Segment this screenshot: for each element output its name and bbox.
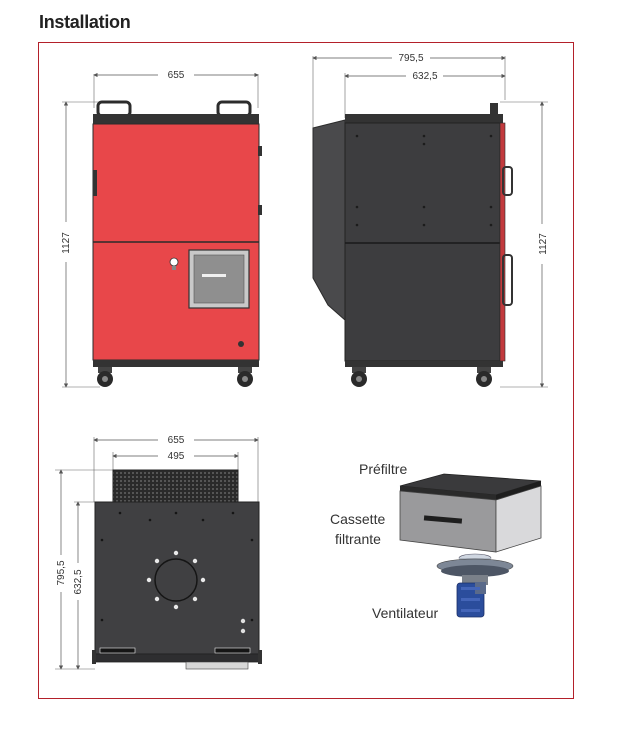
top-plate (94, 501, 260, 655)
top-width-dimension: 655 (93, 435, 259, 502)
side-lower-panel (344, 242, 501, 362)
front-height-label: 1127 (61, 232, 72, 254)
drawing-frame (38, 42, 574, 699)
cabinet-upper-door (92, 123, 260, 243)
fan-assembly (436, 553, 514, 618)
side-wheel-left (351, 367, 367, 387)
cassette-label-line2: filtrante (335, 531, 381, 547)
side-top (345, 114, 503, 123)
page-title: Installation (39, 12, 131, 32)
top-inner-width-label: 495 (168, 451, 185, 462)
front-wheel-right (237, 367, 253, 387)
side-front-edge (499, 122, 506, 362)
exhaust-grille (112, 469, 239, 504)
top-depth-body-label: 632,5 (73, 569, 84, 594)
exhaust-hood (312, 119, 346, 322)
side-latch-upper (502, 166, 513, 196)
front-width-dimension: 655 (93, 70, 259, 108)
prefilter-label: Préfiltre (359, 461, 407, 477)
cabinet-top (93, 114, 259, 124)
top-depth-body-dimension: 632,5 (73, 501, 95, 670)
handle-right (216, 100, 252, 118)
indicator-lamp-icon (169, 257, 179, 267)
side-latch-lower (502, 254, 513, 306)
side-wheel-right (476, 367, 492, 387)
handle-left (96, 100, 132, 118)
cassette-label-line1: Cassette (330, 511, 385, 527)
power-knob (238, 341, 244, 347)
top-view: 655 495 795,5 632,5 (55, 435, 262, 670)
side-handle (490, 103, 498, 114)
side-depth-total-label: 795,5 (398, 53, 423, 64)
side-height-dimension: 1127 (500, 101, 549, 388)
side-depth-body-dimension: 632,5 (344, 71, 506, 118)
top-control-edge (185, 661, 249, 670)
exploded-view: Préfiltre Cassette filtrante Ventilateur (330, 461, 542, 621)
cabinet-base (93, 360, 259, 367)
side-upper-panel (344, 122, 501, 244)
front-height-dimension: 1127 (61, 101, 100, 388)
front-wheel-left (97, 367, 113, 387)
top-depth-total-dimension: 795,5 (55, 469, 113, 670)
side-view: 795,5 632,5 1127 (312, 53, 549, 388)
side-base (345, 361, 503, 367)
side-depth-body-label: 632,5 (412, 71, 437, 82)
top-width-label: 655 (168, 435, 185, 446)
cassette-handle (423, 515, 463, 524)
front-view: 655 1127 (61, 70, 262, 388)
top-inner-width-dimension: 495 (112, 451, 239, 470)
fan-label: Ventilateur (372, 605, 438, 621)
fan-opening (154, 558, 198, 602)
top-depth-total-label: 795,5 (56, 560, 67, 585)
front-width-label: 655 (168, 70, 185, 81)
side-height-label: 1127 (538, 233, 549, 255)
door-latch (93, 170, 97, 196)
